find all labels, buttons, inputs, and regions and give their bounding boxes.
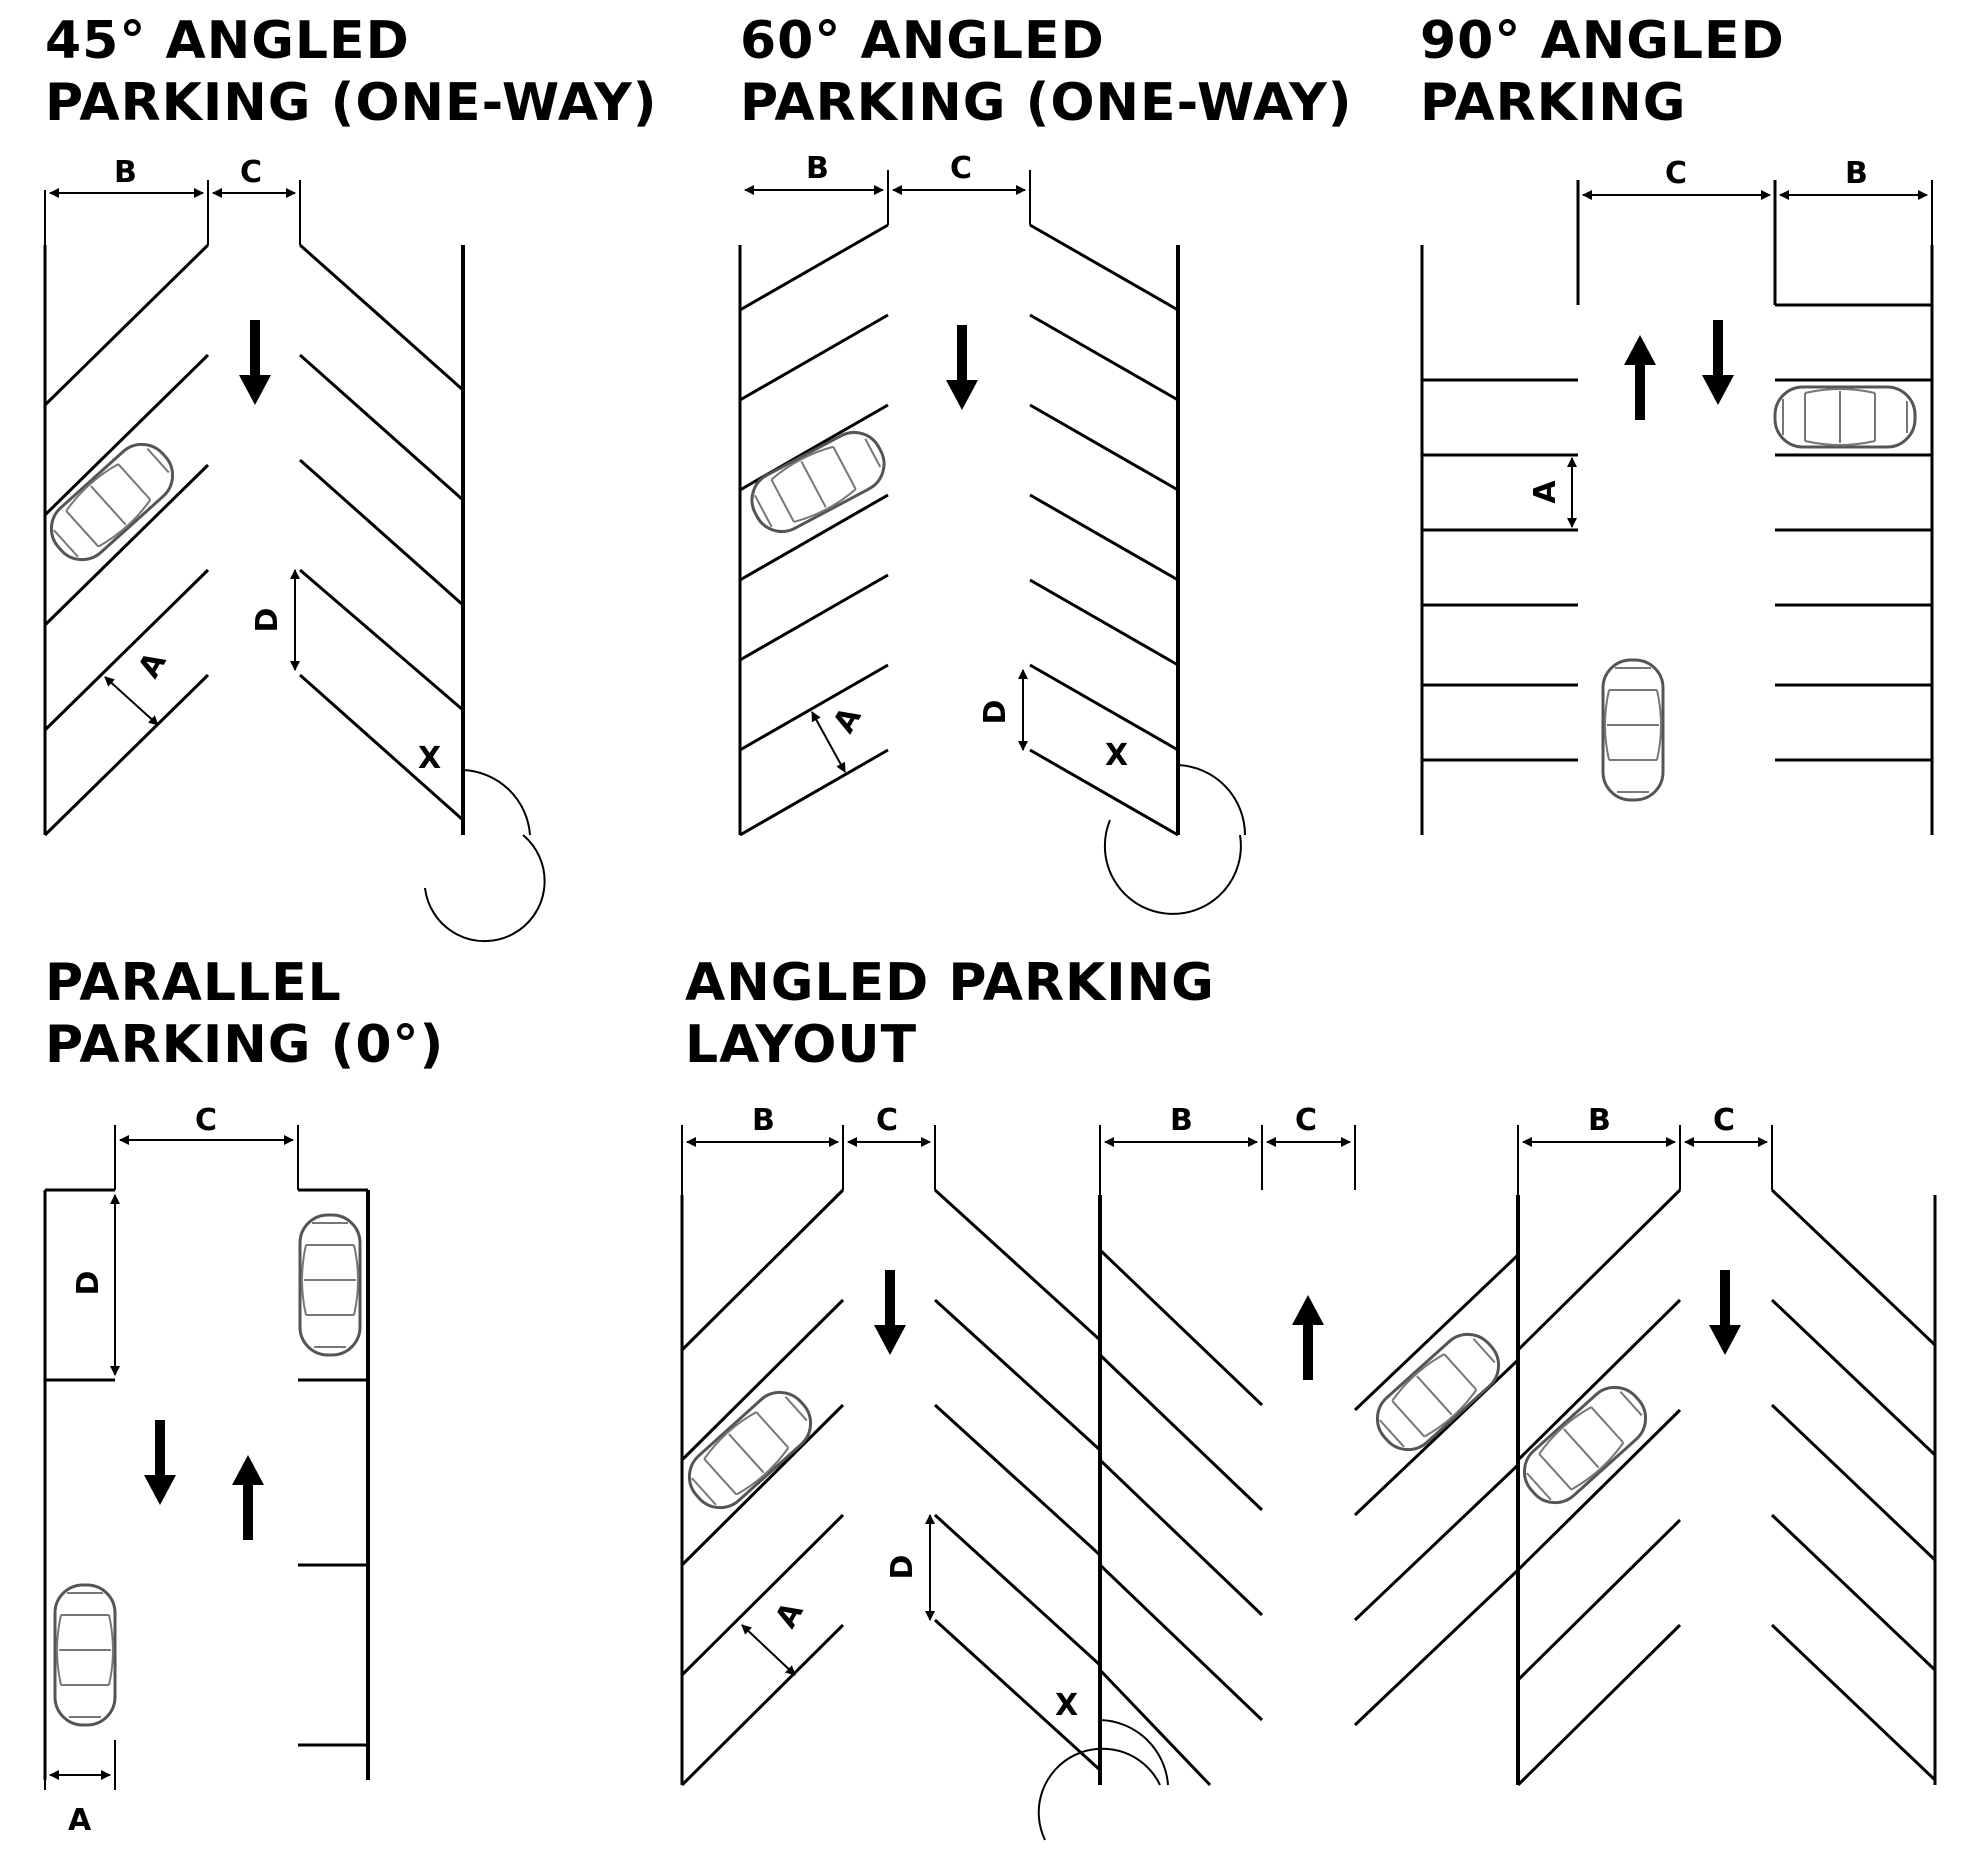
dim-d: D [250,608,285,633]
title-parallel-line2: PARKING (0°) [45,1015,444,1075]
dim-x: X [1105,738,1128,773]
dim-b: B [114,155,137,190]
title-90-line2: PARKING [1420,73,1686,133]
car-icon [38,431,186,573]
title-45-line1: 45° ANGLED [45,11,410,71]
title-parallel: PARALLEL PARKING (0°) [45,953,444,1075]
dim-a: A [1528,480,1563,504]
panel-90: C B A [1420,156,1934,835]
dim-c: C [195,1103,217,1138]
dim-c: C [240,155,262,190]
dim-c: C [950,151,972,186]
title-layout: ANGLED PARKING LAYOUT [685,953,1215,1075]
title-45: 45° ANGLED PARKING (ONE-WAY) [45,11,658,133]
arrow-down-icon [1709,1270,1741,1355]
arrow-down-icon [1702,320,1734,405]
dim-c: C [876,1103,898,1138]
dim-b: B [1845,156,1868,191]
dim-c: C [1295,1103,1317,1138]
arrow-down-icon [144,1420,176,1505]
dim-d: D [978,700,1013,725]
dim-a: A [827,701,869,739]
car-icon [53,1583,117,1727]
title-90: 90° ANGLED PARKING [1420,11,1785,133]
car-icon [1773,385,1917,449]
dim-b: B [752,1103,775,1138]
arrow-down-icon [239,320,271,405]
dim-a: A [68,1803,92,1838]
dim-c: C [1713,1103,1735,1138]
title-60: 60° ANGLED PARKING (ONE-WAY) [740,11,1353,133]
car-icon [1364,1321,1512,1463]
dim-x: X [1055,1688,1078,1723]
dim-x: X [418,741,441,776]
title-90-line1: 90° ANGLED [1420,11,1785,71]
dim-d: D [71,1271,106,1296]
dim-b: B [1170,1103,1193,1138]
title-45-line2: PARKING (ONE-WAY) [45,73,658,133]
dim-b: B [806,151,829,186]
title-layout-line2: LAYOUT [685,1015,917,1075]
dim-a: A [769,1596,811,1634]
car-icon [740,421,896,543]
title-60-line2: PARKING (ONE-WAY) [740,73,1353,133]
dim-b: B [1588,1103,1611,1138]
dim-a: A [132,646,174,684]
panel-60: B C D A X [738,151,1247,915]
car-icon [298,1213,362,1357]
arrow-down-icon [946,325,978,410]
dim-d: D [885,1555,920,1580]
dim-c: C [1665,156,1687,191]
title-parallel-line1: PARALLEL [45,953,342,1013]
arrow-down-icon [874,1270,906,1355]
title-60-line1: 60° ANGLED [740,11,1105,71]
arrow-up-icon [1292,1295,1324,1380]
arrow-up-icon [1624,335,1656,420]
panel-layout: B C B C B C D A X [676,1103,1937,1841]
panel-45: B C D A X [38,155,546,943]
car-icon [1601,658,1665,802]
arrow-up-icon [232,1455,264,1540]
panel-parallel: C D A [43,1103,370,1838]
title-layout-line1: ANGLED PARKING [685,953,1215,1013]
